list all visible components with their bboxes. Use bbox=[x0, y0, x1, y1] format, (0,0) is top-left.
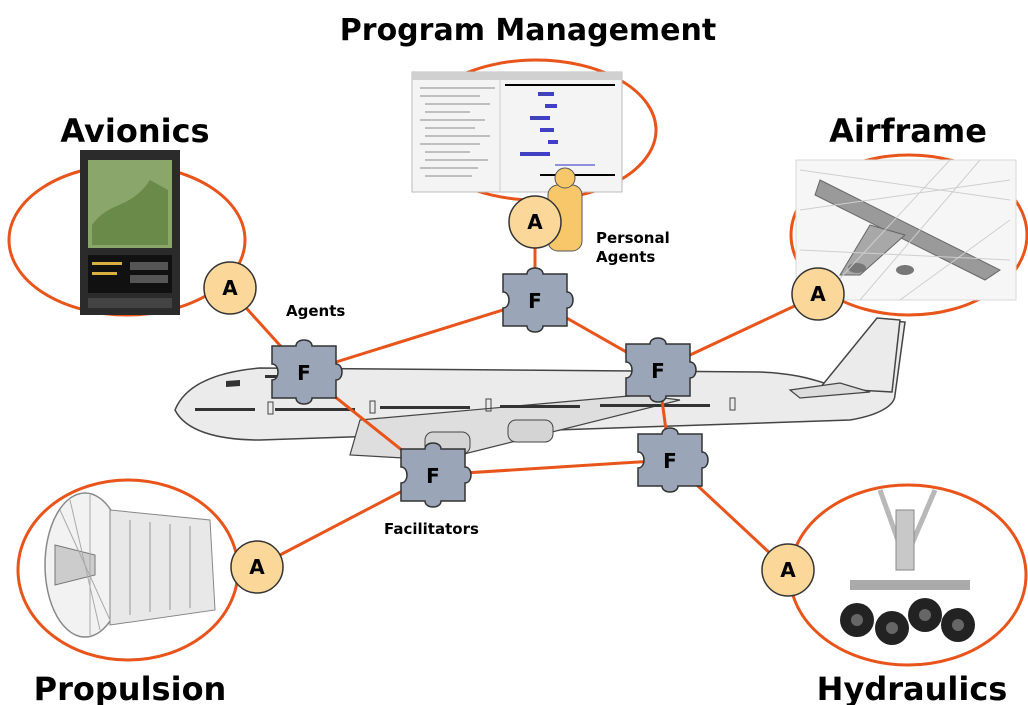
program-management-title: Program Management bbox=[340, 13, 716, 48]
puzzle-piece-icon bbox=[271, 339, 343, 405]
facilitator-letter: F bbox=[426, 464, 440, 488]
agent-node-program-management[interactable]: A bbox=[508, 195, 562, 249]
facilitator-nodes: F F F F F bbox=[271, 267, 709, 508]
hydraulics-domain bbox=[788, 483, 1028, 667]
agent-letter: A bbox=[222, 276, 238, 300]
agent-letter: A bbox=[810, 282, 826, 306]
personal-agents-label-line1: Personal bbox=[596, 229, 670, 247]
facilitator-node-right-lower[interactable]: F bbox=[637, 427, 709, 493]
puzzle-piece-icon bbox=[502, 267, 574, 333]
landing-gear-image bbox=[840, 489, 975, 645]
propulsion-title: Propulsion bbox=[34, 670, 227, 705]
puzzle-piece-icon bbox=[625, 337, 697, 403]
personal-agents-label-line2: Agents bbox=[596, 248, 655, 266]
propulsion-domain bbox=[16, 478, 240, 662]
facilitator-letter: F bbox=[528, 289, 542, 313]
agent-letter: A bbox=[527, 210, 543, 234]
puzzle-piece-icon bbox=[400, 442, 472, 508]
program-management-domain bbox=[411, 58, 658, 252]
facilitator-node-top[interactable]: F bbox=[502, 267, 574, 333]
hydraulics-title: Hydraulics bbox=[817, 670, 1008, 705]
airframe-mesh-image bbox=[795, 159, 1017, 301]
facilitator-node-lower[interactable]: F bbox=[400, 442, 472, 508]
airframe-domain bbox=[789, 153, 1028, 317]
gantt-chart-image bbox=[411, 71, 623, 193]
facilitator-letter: F bbox=[651, 359, 665, 383]
airframe-title: Airframe bbox=[829, 112, 987, 150]
cockpit-display-image bbox=[80, 150, 180, 315]
link-top-facilitator-to-left-facilitator bbox=[303, 298, 536, 374]
agent-letter: A bbox=[780, 558, 796, 582]
puzzle-piece-icon bbox=[637, 427, 709, 493]
facilitator-letter: F bbox=[297, 361, 311, 385]
facilitators-label: Facilitators bbox=[384, 520, 479, 538]
jet-engine-image bbox=[44, 492, 216, 638]
agent-node-propulsion[interactable]: A bbox=[230, 540, 284, 594]
agent-nodes: A A A A A bbox=[203, 195, 845, 597]
link-lower-facilitator-to-right-lower-facilitator bbox=[432, 458, 671, 477]
agent-letter: A bbox=[249, 555, 265, 579]
agent-node-hydraulics[interactable]: A bbox=[761, 543, 815, 597]
facilitator-node-left[interactable]: F bbox=[271, 339, 343, 405]
avionics-domain bbox=[7, 150, 247, 317]
agent-node-airframe[interactable]: A bbox=[791, 267, 845, 321]
agent-node-avionics[interactable]: A bbox=[203, 261, 257, 315]
avionics-title: Avionics bbox=[60, 112, 209, 150]
facilitator-letter: F bbox=[663, 449, 677, 473]
facilitator-node-right[interactable]: F bbox=[625, 337, 697, 403]
agents-label: Agents bbox=[286, 302, 345, 320]
